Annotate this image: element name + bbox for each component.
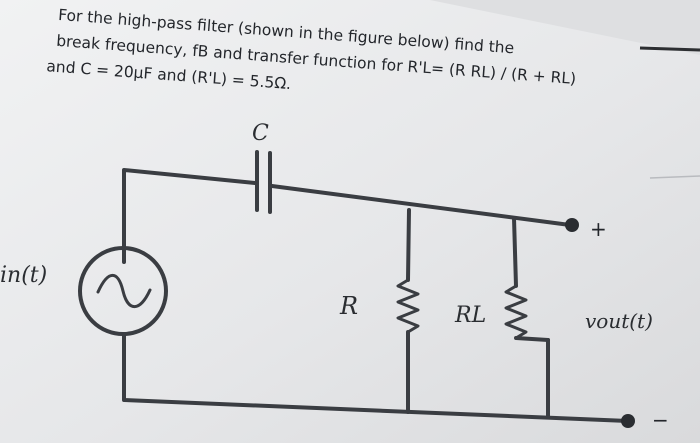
paper-margin-mark <box>649 175 700 179</box>
resistor-r-top-wire <box>406 208 411 282</box>
resistor-label: R <box>339 292 358 320</box>
sine-wave-icon <box>96 273 152 309</box>
output-terminal-bottom <box>621 414 635 428</box>
load-resistor-label: RL <box>454 303 486 328</box>
capacitor-label: C <box>252 121 269 146</box>
load-resistor-zigzag <box>504 284 528 340</box>
output-label: vout(t) <box>585 309 653 333</box>
bottom-wire <box>122 393 630 423</box>
output-terminal-top <box>565 218 579 232</box>
underlying-sheet <box>430 0 700 55</box>
top-left-wire <box>122 168 257 264</box>
sheet-edge <box>639 46 700 52</box>
minus-sign: − <box>652 408 669 432</box>
source-label: in(t) <box>0 263 47 288</box>
resistor-r-zigzag <box>396 278 420 334</box>
top-right-wire <box>270 184 572 227</box>
load-top-wire <box>512 216 518 288</box>
load-bottom-wire <box>514 336 550 342</box>
plus-sign: + <box>590 217 607 241</box>
